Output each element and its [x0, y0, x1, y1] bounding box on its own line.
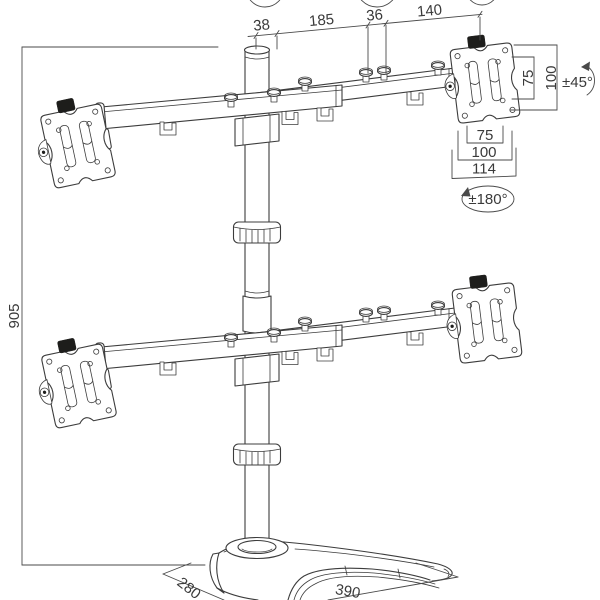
- base-front-left-bumper: [209, 552, 225, 594]
- dim-label-vesa-75-horiz: 75: [477, 127, 494, 144]
- tilt-arrowhead: [581, 61, 590, 71]
- height-adjust-ring-upper: [232, 221, 282, 244]
- dim-label-390: 390: [334, 581, 362, 600]
- dim-label-36: 36: [365, 6, 383, 24]
- dim-label-vesa-100-horiz: 100: [471, 144, 496, 161]
- vesa-plate-upper-right: [438, 31, 521, 126]
- base-groove-tick: [344, 565, 401, 579]
- pole-sleeve: [242, 295, 272, 334]
- dim-label-vesa-100-vert: 100: [543, 65, 560, 90]
- dim-label-rotation-angle: ±180°: [468, 191, 507, 208]
- dim-label-140: 140: [416, 1, 443, 20]
- pole-top-cap: [243, 45, 271, 55]
- lower-crossbar: [95, 301, 455, 386]
- dim-label-280: 280: [174, 574, 204, 600]
- plate-width-dimensions: 75 100 114 ±180°: [451, 125, 517, 213]
- base-groove-mid: [293, 571, 436, 600]
- callout-arcs: [249, 0, 495, 8]
- dim-label-tilt-angle: ±45°: [562, 74, 593, 91]
- height-dimension: 905: [6, 46, 219, 566]
- dim-label-185: 185: [308, 11, 335, 30]
- dim-label-38: 38: [252, 16, 270, 34]
- base-dimensions: 280 390: [162, 562, 459, 600]
- base-plate: [209, 540, 453, 600]
- dim-label-vesa-75-vert: 75: [520, 70, 537, 87]
- rotation-arrow-ellipse: [461, 185, 515, 213]
- height-adjust-ring-lower: [232, 443, 282, 466]
- top-dimension-line: 38 185 36 140: [247, 1, 483, 74]
- vesa-plate-lower-right: [440, 271, 523, 366]
- rotation-arrowhead: [461, 187, 471, 197]
- base-bottom-edge-left: [216, 587, 259, 600]
- upper-crossbar: [95, 61, 455, 146]
- base-collar: [225, 536, 289, 560]
- dim-label-114: 114: [472, 161, 496, 178]
- dim-label-905: 905: [6, 303, 23, 328]
- pole-seam-upper: [244, 290, 270, 294]
- base-groove-outer: [287, 567, 431, 600]
- tilt-dimensions: 75 100 ±45°: [509, 44, 595, 111]
- base-top-edge-right: [271, 540, 453, 582]
- base-groove-inner: [299, 575, 440, 600]
